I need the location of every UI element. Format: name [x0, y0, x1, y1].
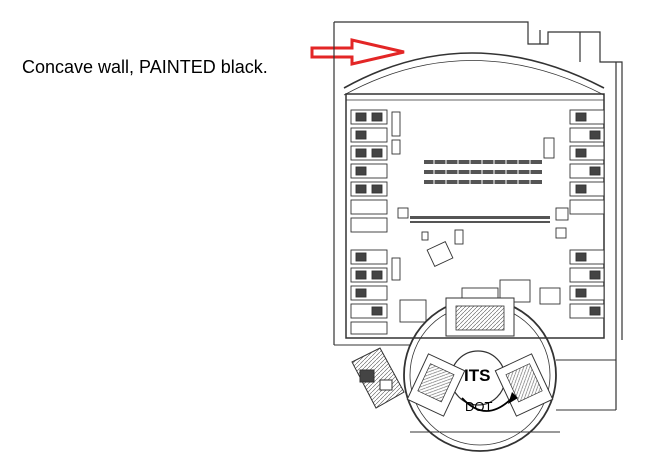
- its-label: ITS: [464, 366, 490, 385]
- annotation-text: Concave wall, PAINTED black.: [22, 57, 268, 77]
- dot-label: DOT: [465, 399, 493, 414]
- left-rack-lower: [350, 249, 401, 335]
- building-outline: [333, 21, 623, 410]
- right-rack: [543, 109, 605, 319]
- curved-arrow-icon: [461, 392, 518, 412]
- lower-left-block: [334, 344, 410, 409]
- right-arrow-icon: [310, 38, 405, 66]
- seating-rows: [410, 160, 550, 223]
- round-chamber: [403, 297, 616, 452]
- seat-dividers: [433, 158, 531, 186]
- left-rack-upper: [350, 109, 409, 233]
